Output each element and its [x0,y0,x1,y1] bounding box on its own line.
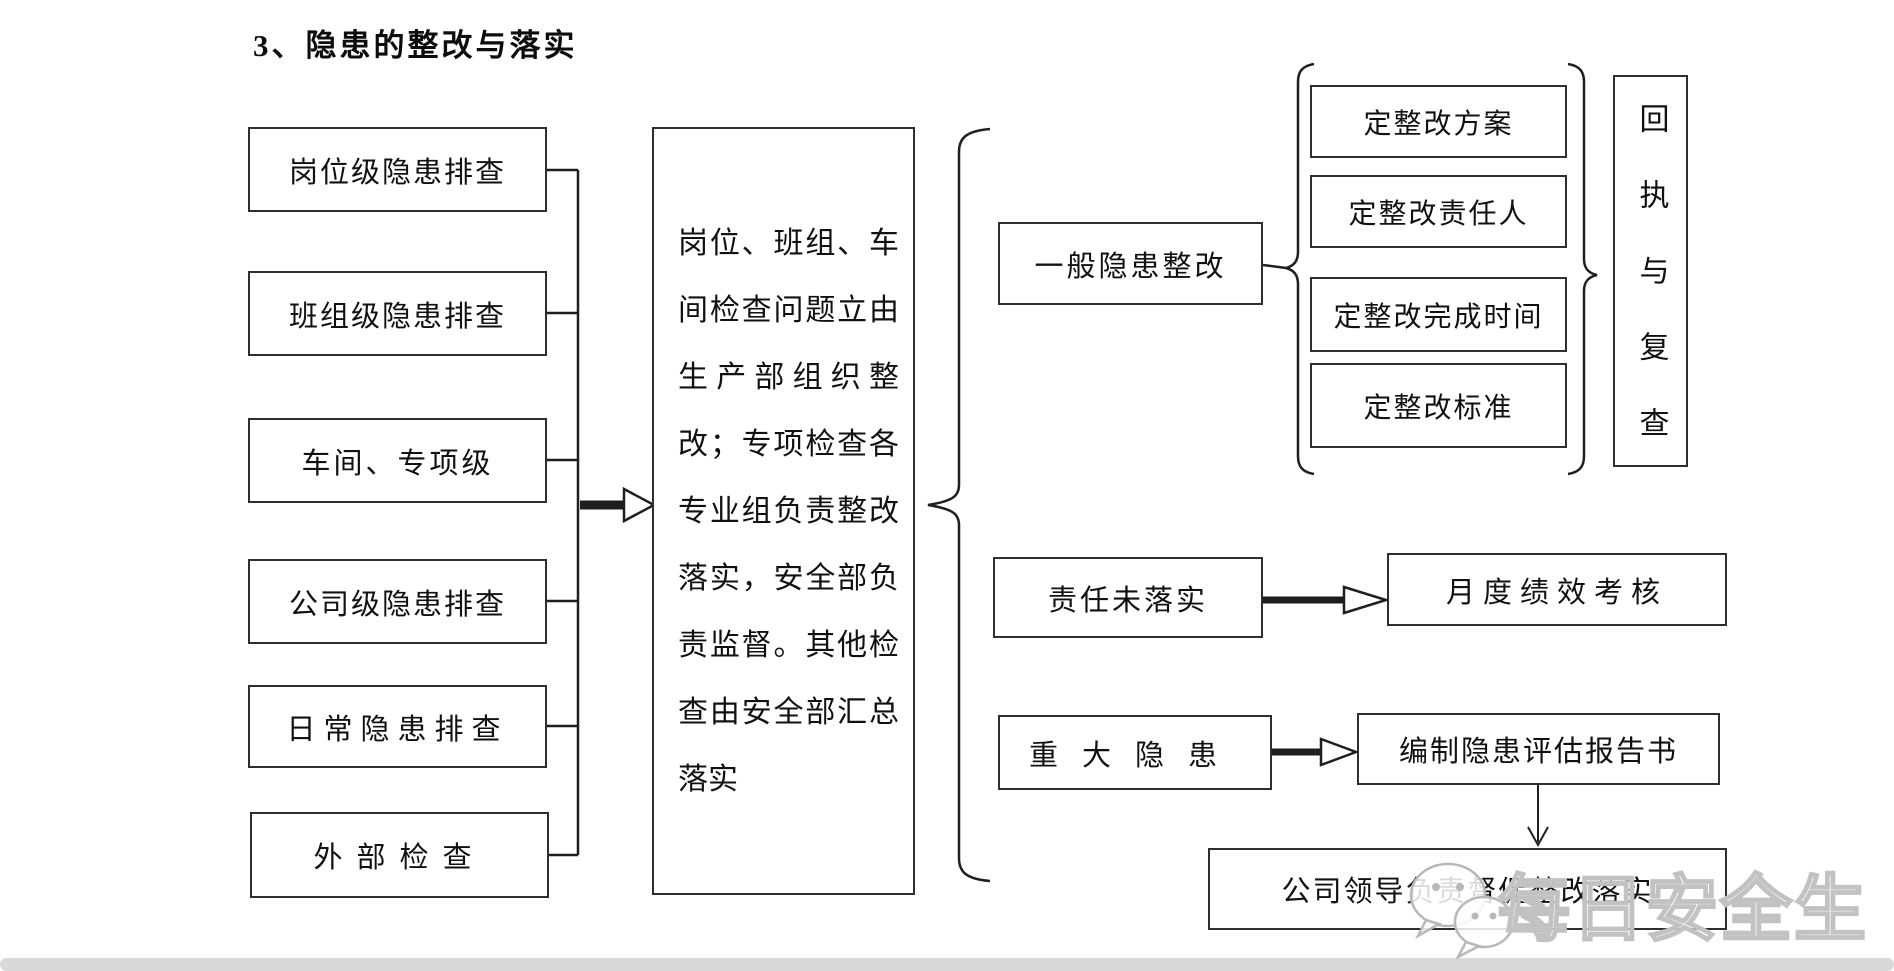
note-line: 落实 [678,762,738,796]
node-daily-hazard-check: 日常隐患排查 [248,685,547,768]
arrow-major-head [1319,737,1360,767]
note-line: 改；专项检查各 [678,427,899,461]
note-line: 责监督。其他检 [678,628,899,662]
node-workshop-special-level-check: 车间、专项级 [248,418,547,503]
note-line: 间检查问题立由 [678,293,899,327]
arrow-unfulfilled-head [1342,585,1391,615]
note-line: 生产部组织整 [678,360,899,394]
left-bus-line [547,168,580,857]
bottom-gray-bar [0,958,1894,971]
wechat-icon [1409,862,1515,960]
node-general-hazard-rectification: 一般隐患整改 [998,222,1263,305]
node-company-level-hazard-check: 公司级隐患排查 [248,559,547,644]
brace-measures-right [1567,62,1598,476]
node-hazard-assessment-report: 编制隐患评估报告书 [1357,713,1720,785]
note-line: 查由安全部汇总 [678,695,899,729]
brace-center-right [927,127,991,883]
node-team-level-hazard-check: 班组级隐患排查 [248,271,547,356]
node-rectification-note: 岗位、班组、车 间检查问题立由 生产部组织整 改；专项检查各 专业组负责整改 落… [652,127,915,895]
node-rectification-plan: 定整改方案 [1310,85,1567,158]
general-connector [1262,263,1287,270]
arrow-into-center-head [622,486,657,524]
page-title: 3、隐患的整改与落实 [253,28,578,63]
node-rectification-standard: 定整改标准 [1310,363,1567,448]
node-responsibility-not-fulfilled: 责任未落实 [993,557,1263,638]
node-major-hazard: 重大隐患 [998,715,1272,790]
node-post-level-hazard-check: 岗位级隐患排查 [248,127,547,212]
node-external-inspection: 外部检查 [250,812,549,898]
arrow-report-down-head [1527,826,1549,848]
node-receipt-and-recheck: 回执与复查 [1613,75,1688,483]
note-line: 落实，安全部负 [678,561,899,595]
node-rectification-responsible-person: 定整改责任人 [1310,175,1567,248]
note-line: 岗位、班组、车 [678,226,899,260]
node-rectification-completion-time: 定整改完成时间 [1310,277,1567,352]
node-monthly-performance-assessment: 月度绩效考核 [1387,553,1727,626]
watermark-text: 每日安全生产 [1497,869,1869,952]
note-line: 专业组负责整改 [678,494,899,528]
